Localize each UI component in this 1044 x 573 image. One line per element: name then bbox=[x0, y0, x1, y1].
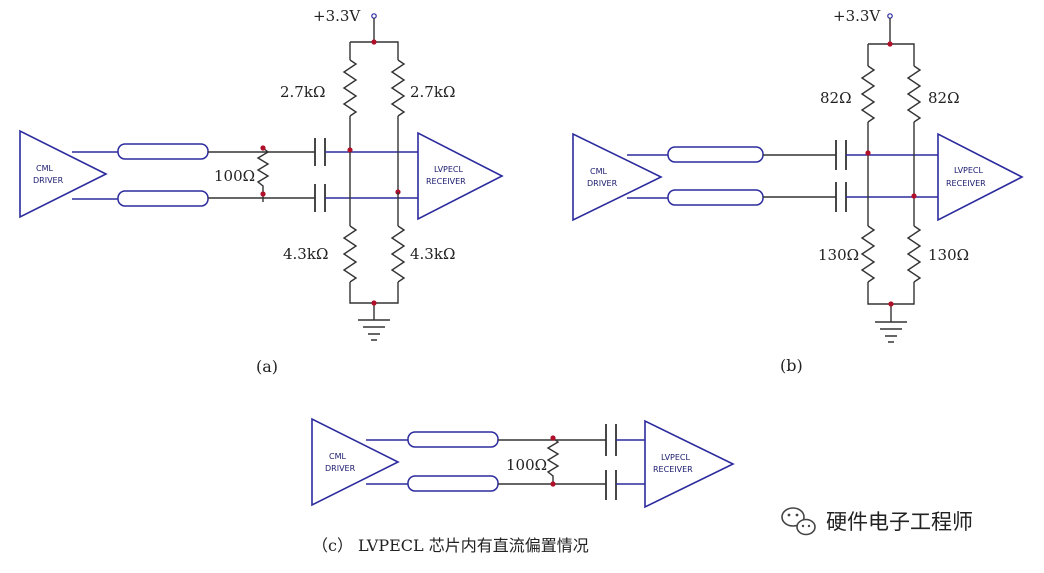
coupling-capacitor-c-bottom bbox=[605, 470, 617, 500]
coupling-capacitor-b-bottom bbox=[835, 182, 847, 212]
wechat-icon bbox=[781, 507, 816, 536]
r-label: 130Ω bbox=[818, 246, 859, 264]
r-label: 4.3kΩ bbox=[283, 245, 328, 263]
caption-b: (b) bbox=[780, 356, 803, 375]
lvpecl-receiver-a: LVPECL RECEIVER bbox=[417, 131, 504, 221]
coupling-capacitor-b-top bbox=[835, 140, 847, 170]
ground-icon bbox=[875, 321, 907, 343]
panel-c: CML DRIVER 100Ω LVPECL RECEIVER （c） LVPE bbox=[311, 417, 735, 555]
coupling-capacitor-c-top bbox=[605, 424, 617, 456]
receiver-label-line2: RECEIVER bbox=[946, 179, 986, 188]
receiver-label-line1: LVPECL bbox=[661, 453, 691, 462]
cml-driver-c: CML DRIVER bbox=[311, 417, 400, 507]
bias-resistor-b-top-left: 82Ω bbox=[820, 65, 875, 123]
lvpecl-receiver-b: LVPECL RECEIVER bbox=[937, 132, 1024, 222]
cml-driver-b: CML DRIVER bbox=[572, 132, 663, 222]
caption-c: （c） LVPECL 芯片内有直流偏置情况 bbox=[312, 536, 589, 555]
receiver-label-line2: RECEIVER bbox=[426, 177, 466, 186]
r-label: 130Ω bbox=[928, 246, 969, 264]
caption-a: (a) bbox=[256, 357, 278, 376]
coupling-capacitor-a-top bbox=[314, 138, 326, 166]
receiver-label-line1: LVPECL bbox=[434, 165, 464, 174]
bias-resistor-a-bottom-right: 4.3kΩ bbox=[391, 225, 455, 283]
supply-label: +3.3V bbox=[833, 7, 881, 25]
watermark: 硬件电子工程师 bbox=[781, 507, 973, 536]
r-label: 4.3kΩ bbox=[410, 245, 455, 263]
termination-resistor-c: 100Ω bbox=[506, 437, 560, 484]
bias-resistor-a-top-right: 2.7kΩ bbox=[391, 59, 455, 117]
cml-driver-a: CML DRIVER bbox=[19, 129, 108, 219]
term-label: 100Ω bbox=[214, 167, 255, 185]
receiver-label-line1: LVPECL bbox=[954, 166, 984, 175]
bias-resistor-b-top-right: 82Ω bbox=[907, 65, 960, 123]
transmission-line-b-top bbox=[667, 146, 764, 163]
bias-resistor-a-bottom-left: 4.3kΩ bbox=[283, 225, 357, 283]
supply-label: +3.3V bbox=[313, 7, 361, 25]
transmission-line-b-bottom bbox=[667, 189, 764, 206]
r-label: 2.7kΩ bbox=[410, 83, 455, 101]
bias-resistor-a-top-left: 2.7kΩ bbox=[280, 59, 357, 117]
r-label: 2.7kΩ bbox=[280, 83, 325, 101]
driver-label-line1: CML bbox=[36, 164, 53, 173]
driver-label-line2: DRIVER bbox=[325, 464, 356, 473]
termination-resistor-a: 100Ω bbox=[214, 147, 270, 202]
r-label: 82Ω bbox=[928, 89, 960, 107]
receiver-label-line2: RECEIVER bbox=[653, 465, 693, 474]
driver-label-line1: CML bbox=[329, 452, 346, 461]
bias-resistor-b-bottom-right: 130Ω bbox=[907, 225, 969, 283]
r-label: 82Ω bbox=[820, 89, 852, 107]
driver-label-line2: DRIVER bbox=[33, 176, 64, 185]
panel-b: CML DRIVER +3.3V 82Ω 82Ω bbox=[572, 7, 1024, 375]
driver-label-line2: DRIVER bbox=[587, 179, 618, 188]
transmission-line-a-top bbox=[117, 143, 209, 160]
watermark-text: 硬件电子工程师 bbox=[826, 510, 973, 534]
transmission-line-a-bottom bbox=[117, 190, 209, 207]
transmission-line-c-top bbox=[407, 431, 499, 448]
ground-icon bbox=[358, 319, 390, 341]
transmission-line-c-bottom bbox=[407, 475, 499, 492]
coupling-capacitor-a-bottom bbox=[314, 184, 326, 212]
driver-label-line1: CML bbox=[590, 167, 607, 176]
term-label: 100Ω bbox=[506, 456, 547, 474]
panel-a: CML DRIVER 100Ω +3.3V bbox=[19, 7, 504, 376]
bias-resistor-b-bottom-left: 130Ω bbox=[818, 225, 875, 283]
lvpecl-receiver-c: LVPECL RECEIVER bbox=[644, 419, 735, 509]
